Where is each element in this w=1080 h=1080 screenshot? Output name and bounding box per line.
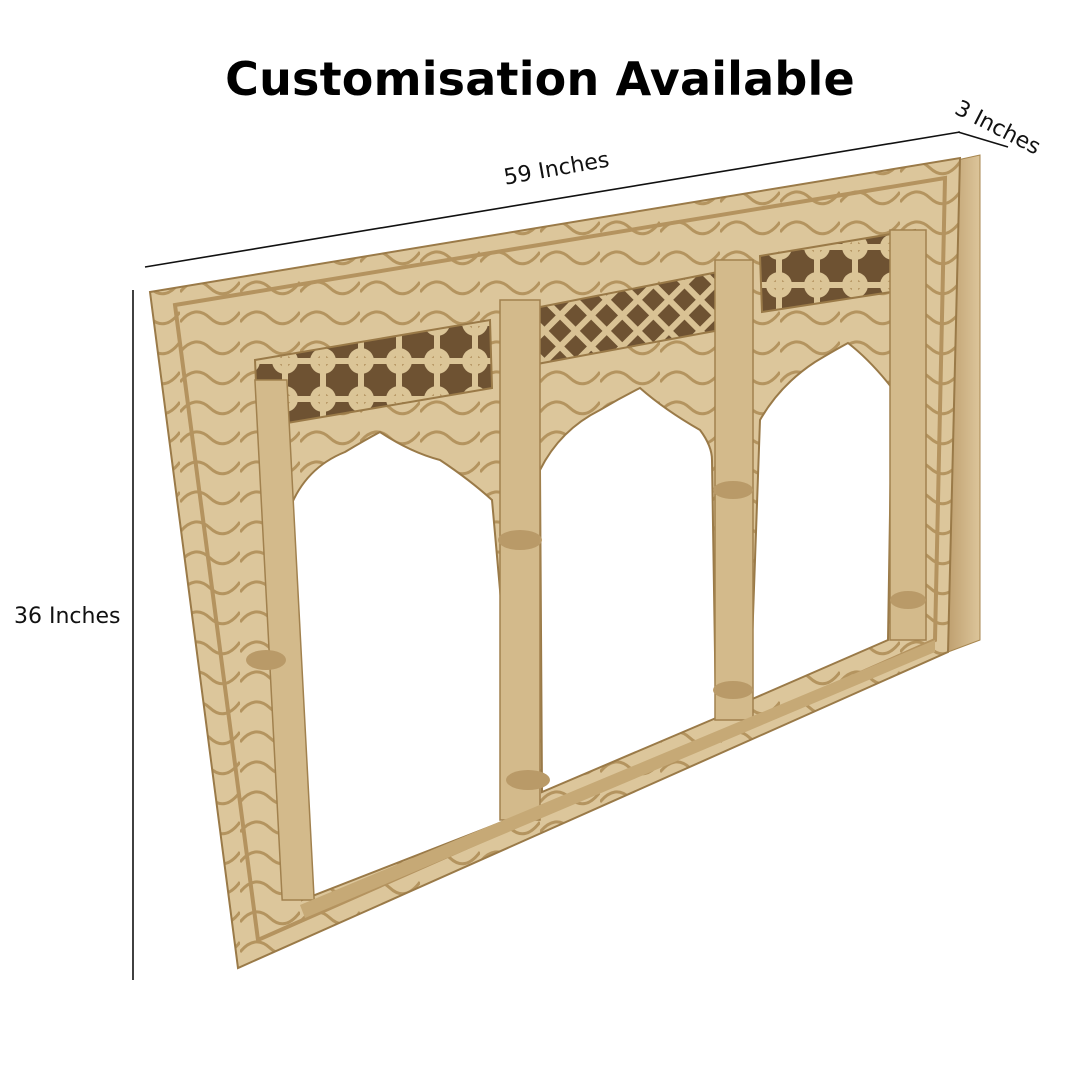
customisation-heading: Customisation Available bbox=[225, 52, 855, 106]
column-left bbox=[246, 379, 315, 901]
column-center-right bbox=[713, 259, 754, 721]
depth-dimension-line bbox=[957, 131, 1009, 148]
column-center-left bbox=[498, 299, 550, 821]
width-dimension-line bbox=[144, 131, 961, 268]
column-right bbox=[889, 229, 927, 641]
frame-bottom-rail bbox=[300, 640, 935, 918]
height-dimension-label: 36 Inches bbox=[14, 604, 121, 629]
